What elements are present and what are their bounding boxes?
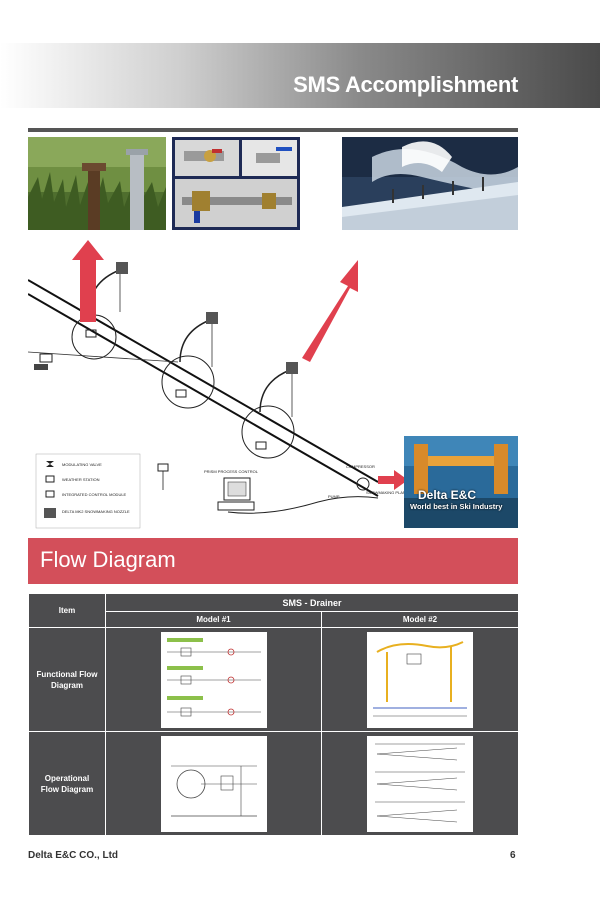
- functional-model1-cell: [105, 627, 322, 732]
- arrow-right-icon: [378, 470, 408, 490]
- weather-station-icon: [39, 353, 53, 363]
- station-bubble-2: [161, 355, 215, 409]
- header-rule: [28, 128, 518, 132]
- control-cable: [227, 496, 379, 514]
- nozzle-hose-3: [259, 369, 291, 413]
- weather-station-icon: [157, 463, 169, 472]
- snowmaking-nozzle-icon: [116, 262, 128, 274]
- photo-snowmaking-image: [342, 137, 518, 230]
- legend-label-weather: WEATHER STATION: [62, 477, 100, 482]
- arrow-up-icon: [72, 240, 104, 322]
- control-module-icon: [45, 490, 55, 498]
- operational-row-label: Operational Flow Diagram: [28, 731, 106, 836]
- photo-valve-field-image: [28, 137, 166, 230]
- photo-valve-field: [28, 137, 166, 230]
- process-control-computer: [223, 477, 251, 501]
- snowmaking-nozzle-icon: [286, 362, 298, 374]
- compressor-label: COMPRESSOR: [346, 464, 375, 469]
- item-header: Item: [28, 593, 106, 628]
- model2-header: Model #2: [320, 611, 520, 628]
- flow-banner: [28, 538, 518, 584]
- control-module-icon: [255, 441, 267, 450]
- main-pipe-lower: [28, 293, 379, 497]
- legend-label-module: INTEGRATED CONTROL MODULE: [62, 492, 127, 497]
- computer-screen: [227, 481, 247, 497]
- photo-snowmaking: [342, 137, 518, 230]
- operational-model1-cell: [105, 731, 322, 836]
- functional-diagram-model2: [367, 631, 473, 728]
- arrow-diagonal-icon: [302, 260, 358, 362]
- station-bubble-3: [241, 405, 295, 459]
- nozzle-hose-2: [179, 319, 211, 363]
- page-title: SMS Accomplishment: [293, 72, 518, 97]
- legend-label-nozzle: DELTA MK2 SNOWMAKING NOZZLE: [62, 509, 130, 514]
- operational-model2-cell: [320, 731, 520, 836]
- compressor-icon: [356, 477, 370, 491]
- photo-delta-logo-image: [404, 436, 518, 528]
- weather-station-base: [34, 364, 48, 370]
- operational-diagram-model2: [367, 735, 473, 832]
- logo-tagline: World best in Ski Industry: [410, 502, 503, 511]
- photo-delta-logo: Delta E&C World best in Ski Industry: [404, 436, 518, 528]
- snowmaking-plant-label: SNOWMAKING PLANT: [366, 490, 409, 495]
- legend-label-valve: MODULATING VALVE: [62, 462, 102, 467]
- flow-title: Flow Diagram: [40, 547, 176, 572]
- functional-row-label: Functional Flow Diagram: [28, 627, 106, 732]
- header-band: [0, 43, 600, 108]
- flow-table: Item SMS - Drainer Model #1 Model #2 Fun…: [28, 593, 520, 836]
- weather-station-icon: [45, 475, 55, 483]
- computer-keyboard: [217, 501, 255, 511]
- process-control-label: PRISM PROCESS CONTROL: [204, 469, 259, 474]
- snowmaking-nozzle-icon: [44, 508, 56, 518]
- photo-valve-components: [172, 137, 300, 230]
- operational-diagram-model1: [160, 735, 267, 832]
- control-module-icon: [175, 389, 187, 398]
- model1-header: Model #1: [105, 611, 322, 628]
- page-number: 6: [510, 850, 516, 861]
- control-module-icon: [85, 329, 97, 338]
- snowmaking-nozzle-icon: [206, 312, 218, 324]
- group-header: SMS - Drainer: [104, 593, 520, 612]
- photo-valve-components-image: [172, 137, 300, 230]
- pump-label: PUMP: [328, 494, 340, 499]
- system-diagram: PRISM PROCESS CONTROL COMPRESSOR PUMP SN…: [28, 240, 409, 529]
- logo-brand: Delta E&C: [418, 488, 477, 502]
- functional-model2-cell: [320, 627, 520, 732]
- modulating-valve-icon: [46, 461, 54, 467]
- functional-diagram-model1: [160, 631, 267, 728]
- footer-company: Delta E&C CO., Ltd: [28, 850, 119, 861]
